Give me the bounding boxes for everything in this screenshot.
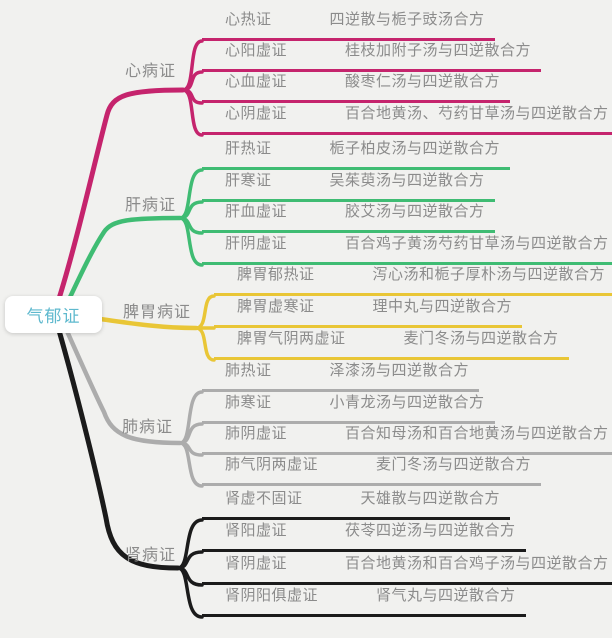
leaf-row-liver-2: 肝血虚证 胶艾汤与四逆散合方 bbox=[202, 202, 495, 233]
prescription-node[interactable]: 麦门冬汤与四逆散合方 bbox=[403, 330, 559, 347]
branch-liver-trunk-line bbox=[61, 215, 183, 313]
prescription-node[interactable]: 泻心汤和栀子厚朴汤与四逆散合方 bbox=[372, 266, 606, 283]
syndrome-node[interactable]: 肾虚不固证 bbox=[225, 490, 303, 507]
branch-kidney-trunk-line bbox=[53, 317, 181, 571]
leaf-row-liver-3: 肝阴虚证 百合鸡子黄汤芍药甘草汤与四逆散合方 bbox=[202, 234, 612, 265]
syndrome-node[interactable]: 肾阳虚证 bbox=[225, 522, 288, 539]
branch-lung-child-0-connector-line bbox=[178, 390, 204, 445]
prescription-node[interactable]: 栀子柏皮汤与四逆散合方 bbox=[329, 140, 501, 157]
leaf-row-kidney-2: 肾阴虚证 百合地黄汤和百合鸡子汤与四逆散合方 bbox=[202, 554, 612, 585]
syndrome-node[interactable]: 肺阴虚证 bbox=[225, 425, 288, 442]
leaf-row-heart-3: 心阴虚证 百合地黄汤、芍药甘草汤与四逆散合方 bbox=[202, 104, 612, 135]
leaf-row-heart-1: 心阳虚证 桂枝加附子汤与四逆散合方 bbox=[202, 41, 542, 72]
leaf-row-liver-1: 肝寒证 吴茱萸汤与四逆散合方 bbox=[202, 171, 495, 202]
branch-lung-trunk-line bbox=[59, 317, 183, 446]
prescription-node[interactable]: 四逆散与栀子豉汤合方 bbox=[329, 11, 485, 28]
syndrome-node[interactable]: 肺寒证 bbox=[225, 394, 272, 411]
leaf-row-kidney-3: 肾阴阳俱虚证 肾气丸与四逆散合方 bbox=[202, 586, 526, 617]
branch-kidney-child-0-connector-line bbox=[176, 518, 204, 570]
branch-node-heart[interactable]: 心病证 bbox=[125, 63, 177, 80]
leaf-row-liver-0: 肝热证 栀子柏皮汤与四逆散合方 bbox=[202, 139, 511, 170]
branch-node-spleen-stomach[interactable]: 脾胃病证 bbox=[123, 304, 192, 321]
leaf-row-heart-2: 心血虚证 酸枣仁汤与四逆散合方 bbox=[202, 72, 511, 103]
branch-node-lung[interactable]: 肺病证 bbox=[122, 419, 174, 436]
branch-heart-child-3-connector-line bbox=[181, 88, 204, 137]
syndrome-node[interactable]: 心阳虚证 bbox=[225, 42, 288, 59]
syndrome-node[interactable]: 脾胃气阴两虚证 bbox=[237, 330, 346, 347]
syndrome-node[interactable]: 肾阴虚证 bbox=[225, 555, 288, 572]
syndrome-node[interactable]: 肾阴阳俱虚证 bbox=[225, 587, 319, 604]
branch-kidney-child-3-connector-line bbox=[176, 566, 204, 619]
prescription-node[interactable]: 酸枣仁汤与四逆散合方 bbox=[345, 73, 501, 90]
syndrome-node[interactable]: 心热证 bbox=[225, 11, 272, 28]
leaf-row-spleen-stomach-0: 脾胃郁热证 泻心汤和栀子厚朴汤与四逆散合方 bbox=[214, 265, 612, 296]
branch-lung-child-3-connector-line bbox=[178, 441, 204, 488]
syndrome-node[interactable]: 肝血虚证 bbox=[225, 203, 288, 220]
prescription-node[interactable]: 理中丸与四逆散合方 bbox=[372, 298, 513, 315]
syndrome-node[interactable]: 脾胃郁热证 bbox=[237, 266, 315, 283]
syndrome-node[interactable]: 肝寒证 bbox=[225, 172, 272, 189]
leaf-row-lung-3: 肺气阴两虚证 麦门冬汤与四逆散合方 bbox=[202, 455, 542, 486]
branch-spleen-stomach-child-2-connector-line bbox=[194, 326, 216, 362]
prescription-node[interactable]: 百合鸡子黄汤芍药甘草汤与四逆散合方 bbox=[345, 235, 609, 252]
branch-liver-child-3-connector-line bbox=[178, 216, 204, 267]
syndrome-node[interactable]: 肝热证 bbox=[225, 140, 272, 157]
prescription-node[interactable]: 小青龙汤与四逆散合方 bbox=[329, 394, 485, 411]
prescription-node[interactable]: 天雄散与四逆散合方 bbox=[360, 490, 501, 507]
branch-heart-trunk-line bbox=[53, 87, 186, 311]
syndrome-node[interactable]: 肺气阴两虚证 bbox=[225, 456, 319, 473]
leaf-row-heart-0: 心热证 四逆散与栀子豉汤合方 bbox=[202, 10, 495, 41]
prescription-node[interactable]: 桂枝加附子汤与四逆散合方 bbox=[345, 42, 532, 59]
syndrome-node[interactable]: 肺热证 bbox=[225, 362, 272, 379]
prescription-node[interactable]: 麦门冬汤与四逆散合方 bbox=[376, 456, 532, 473]
syndrome-node[interactable]: 心阴虚证 bbox=[225, 105, 288, 122]
leaf-row-spleen-stomach-2: 脾胃气阴两虚证 麦门冬汤与四逆散合方 bbox=[214, 329, 569, 360]
branch-node-liver[interactable]: 肝病证 bbox=[125, 197, 177, 214]
leaf-row-kidney-0: 肾虚不固证 天雄散与四逆散合方 bbox=[202, 489, 511, 520]
root-node-qi-stagnation[interactable]: 气郁证 bbox=[5, 296, 102, 333]
branch-kidney-child-1-connector-line bbox=[176, 550, 204, 570]
prescription-node[interactable]: 百合地黄汤、芍药甘草汤与四逆散合方 bbox=[345, 105, 609, 122]
leaf-row-lung-1: 肺寒证 小青龙汤与四逆散合方 bbox=[202, 393, 495, 424]
branch-node-kidney[interactable]: 肾病证 bbox=[125, 547, 177, 564]
prescription-node[interactable]: 吴茱萸汤与四逆散合方 bbox=[329, 172, 485, 189]
prescription-node[interactable]: 泽漆汤与四逆散合方 bbox=[329, 362, 470, 379]
syndrome-node[interactable]: 脾胃虚寒证 bbox=[237, 298, 315, 315]
prescription-node[interactable]: 百合知母汤和百合地黄汤与四逆散合方 bbox=[345, 425, 609, 442]
root-node-label: 气郁证 bbox=[26, 307, 81, 326]
leaf-row-lung-2: 肺阴虚证 百合知母汤和百合地黄汤与四逆散合方 bbox=[202, 424, 612, 455]
prescription-node[interactable]: 茯苓四逆汤与四逆散合方 bbox=[345, 522, 516, 539]
syndrome-node[interactable]: 肝阴虚证 bbox=[225, 235, 288, 252]
prescription-node[interactable]: 百合地黄汤和百合鸡子汤与四逆散合方 bbox=[345, 555, 609, 572]
leaf-row-spleen-stomach-1: 脾胃虚寒证 理中丸与四逆散合方 bbox=[214, 297, 523, 328]
leaf-row-lung-0: 肺热证 泽漆汤与四逆散合方 bbox=[202, 361, 480, 392]
prescription-node[interactable]: 胶艾汤与四逆散合方 bbox=[345, 203, 485, 220]
prescription-node[interactable]: 肾气丸与四逆散合方 bbox=[376, 587, 516, 604]
branch-spleen-stomach-child-0-connector-line bbox=[194, 294, 216, 330]
syndrome-node[interactable]: 心血虚证 bbox=[225, 73, 288, 90]
leaf-row-kidney-1: 肾阳虚证 茯苓四逆汤与四逆散合方 bbox=[202, 521, 526, 552]
